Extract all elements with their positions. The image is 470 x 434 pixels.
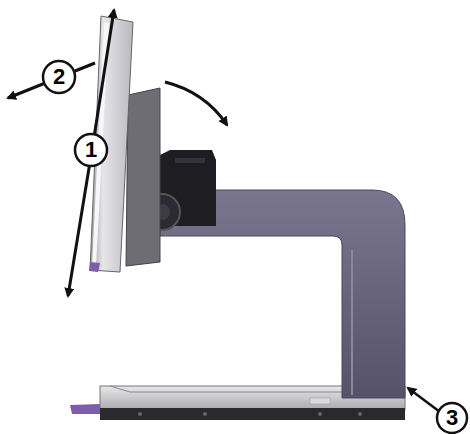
callout-number: 1 xyxy=(76,135,106,165)
callout-number: 3 xyxy=(437,403,467,433)
callout-circles xyxy=(43,61,467,433)
callout-number: 2 xyxy=(44,62,74,92)
motion-arrows xyxy=(8,10,448,418)
